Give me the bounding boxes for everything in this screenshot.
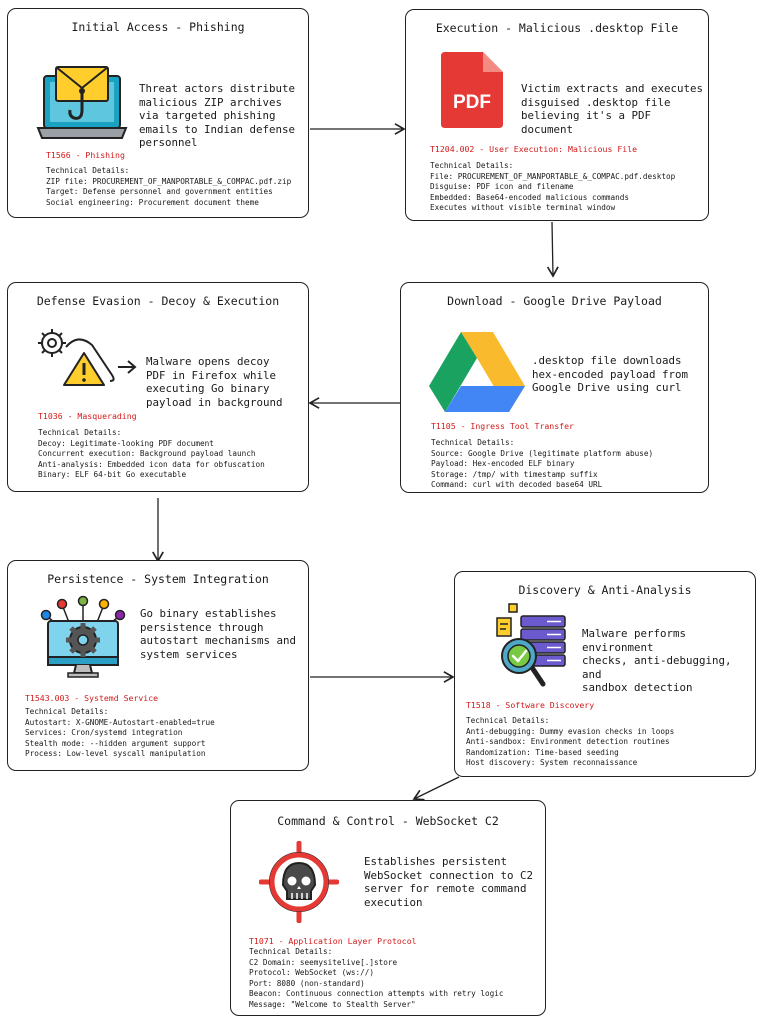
stage-title: Defense Evasion - Decoy & Execution — [36, 294, 280, 308]
detail-line: Source: Google Drive (legitimate platfor… — [431, 448, 654, 458]
stage-description: Threat actors distribute malicious ZIP a… — [139, 82, 296, 150]
stage-discovery: Discovery & Anti-Analysis Malware perfor… — [454, 571, 756, 777]
detail-line: Beacon: Continuous connection attempts w… — [249, 989, 504, 999]
stage-description: Go binary establishes persistence throug… — [140, 607, 297, 661]
stage-description: Malware performs environment checks, ant… — [582, 627, 732, 695]
stage-title: Command & Control - WebSocket C2 — [277, 814, 499, 828]
technical-details: Technical Details: Decoy: Legitimate-loo… — [38, 428, 265, 481]
detail-line: Payload: Hex-encoded ELF binary — [431, 459, 575, 469]
technique-id: T1204.002 - User Execution: Malicious Fi… — [430, 144, 638, 154]
monitor-gear-network-icon — [40, 595, 126, 678]
detail-line: Protocol: WebSocket (ws://) — [249, 968, 374, 978]
laptop-email-hook-icon — [36, 66, 128, 139]
detail-line: Social engineering: Procurement document… — [46, 197, 259, 207]
gear-warning-icon — [38, 329, 137, 386]
technical-details: Technical Details: File: PROCUREMENT_OF_… — [430, 161, 675, 214]
detail-line: Embedded: Base64-encoded malicious comma… — [430, 192, 630, 202]
technique-id: T1566 - Phishing — [46, 150, 125, 160]
detail-line: Binary: ELF 64-bit Go executable — [38, 470, 187, 480]
detail-line: File: PROCUREMENT_OF_MANPORTABLE_&_COMPA… — [430, 171, 676, 181]
detail-line: Message: "Welcome to Stealth Server" — [249, 999, 416, 1009]
detail-line: Technical Details: — [25, 707, 109, 716]
technical-details: Technical Details: C2 Domain: seemysitel… — [249, 947, 504, 1011]
detail-line: Anti-sandbox: Environment detection rout… — [466, 737, 670, 747]
detail-line: Storage: /tmp/ with timestamp suffix — [431, 469, 598, 479]
stage-persistence: Persistence - System Integration Go bina… — [7, 560, 309, 771]
detail-line: Technical Details: — [466, 716, 550, 725]
stage-description: Victim extracts and executes disguised .… — [521, 82, 704, 136]
detail-line: Concurrent execution: Background payload… — [38, 449, 256, 459]
detail-line: Technical Details: — [431, 438, 515, 447]
detail-line: Target: Defense personnel and government… — [46, 187, 273, 197]
pdf-file-icon: PDF — [441, 52, 503, 128]
detail-line: Technical Details: — [249, 947, 333, 956]
stage-description: Malware opens decoy PDF in Firefox while… — [146, 355, 283, 409]
stage-execution: Execution - Malicious .desktop File PDF … — [405, 9, 709, 221]
skull-target-icon — [259, 841, 339, 923]
technical-details: Technical Details: Source: Google Drive … — [431, 438, 653, 491]
detail-line: Port: 8080 (non-standard) — [249, 978, 365, 988]
detail-line: Technical Details: — [46, 166, 130, 175]
technique-id: T1518 - Software Discovery — [466, 700, 595, 710]
stage-description: .desktop file downloads hex-encoded payl… — [532, 354, 689, 395]
technique-id: T1543.003 - Systemd Service — [25, 693, 159, 703]
detail-line: Anti-analysis: Embedded icon data for ob… — [38, 459, 265, 469]
stage-title: Initial Access - Phishing — [71, 20, 245, 34]
detail-line: Autostart: X-GNOME-Autostart-enabled=tru… — [25, 717, 215, 727]
stage-defense-evasion: Defense Evasion - Decoy & Execution Malw… — [7, 282, 309, 492]
detail-line: Services: Cron/systemd integration — [25, 728, 183, 738]
detail-line: Disguise: PDF icon and filename — [430, 182, 574, 192]
detail-line: C2 Domain: seemysitelive[.]store — [249, 957, 398, 967]
detail-line: Anti-debugging: Dummy evasion checks in … — [466, 726, 675, 736]
arrow-execution-to-download — [546, 221, 559, 278]
detail-line: Decoy: Legitimate-looking PDF document — [38, 438, 214, 448]
stage-title: Download - Google Drive Payload — [447, 294, 662, 308]
google-drive-icon — [429, 332, 525, 412]
stage-download: Download - Google Drive Payload .desktop… — [400, 282, 709, 493]
detail-line: Command: curl with decoded base64 URL — [431, 480, 603, 490]
technique-id: T1105 - Ingress Tool Transfer — [431, 421, 574, 431]
technical-details: Technical Details: Autostart: X-GNOME-Au… — [25, 707, 215, 760]
detail-line: Executes without visible terminal window — [430, 203, 616, 213]
stage-initial-access: Initial Access - Phishing Threat actors … — [7, 8, 309, 218]
svg-text:PDF: PDF — [453, 92, 491, 113]
stage-title: Execution - Malicious .desktop File — [435, 21, 679, 35]
stage-title: Discovery & Anti-Analysis — [518, 583, 692, 597]
detail-line: Host discovery: System reconnaissance — [466, 758, 638, 768]
detail-line: Technical Details: — [38, 428, 122, 437]
technique-id: T1071 - Application Layer Protocol — [249, 936, 417, 946]
detail-line: Process: Low-level syscall manipulation — [25, 749, 206, 759]
technical-details: Technical Details: Anti-debugging: Dummy… — [466, 716, 674, 769]
stage-description: Establishes persistent WebSocket connect… — [364, 855, 534, 909]
arrow-discovery-to-c2 — [412, 776, 460, 801]
stage-command-and-control: Command & Control - WebSocket C2 Establi… — [230, 800, 546, 1016]
server-scan-icon — [496, 603, 566, 687]
stage-title: Persistence - System Integration — [47, 572, 269, 586]
detail-line: Technical Details: — [430, 161, 514, 170]
technique-id: T1036 - Masquerading — [38, 411, 137, 421]
detail-line: ZIP file: PROCUREMENT_OF_MANPORTABLE_&_C… — [46, 176, 292, 186]
detail-line: Randomization: Time-based seeding — [466, 747, 619, 757]
detail-line: Stealth mode: --hidden argument support — [25, 738, 206, 748]
technical-details: Technical Details: ZIP file: PROCUREMENT… — [46, 166, 291, 208]
